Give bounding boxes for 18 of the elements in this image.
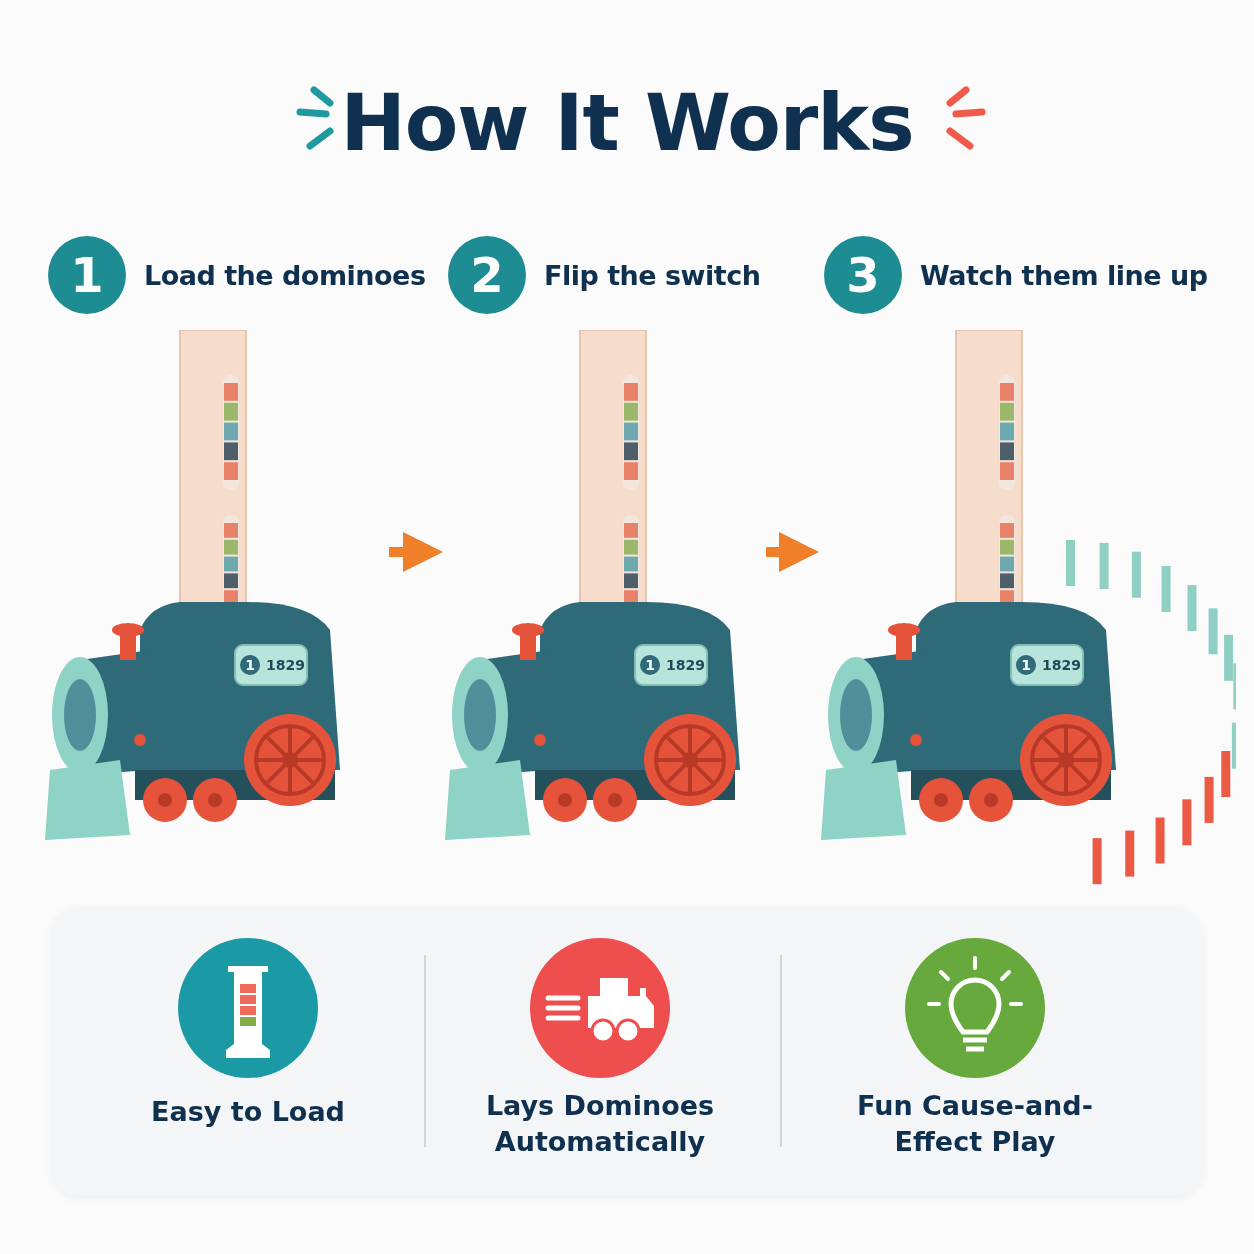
title: How It Works (340, 78, 914, 168)
step-number-badge: 2 (448, 236, 526, 314)
arrow (389, 532, 443, 572)
plate-badge: 1 (240, 655, 260, 675)
plate-number: 1829 (666, 657, 705, 673)
feature-text: Easy to Load (150, 1095, 346, 1129)
step-caption: Watch them line up (920, 260, 1208, 291)
plate-number: 1829 (266, 657, 305, 673)
feature-text: Fun Cause-and-Effect Play (856, 1089, 1094, 1159)
plate-number: 1829 (1042, 657, 1081, 673)
step-number-badge: 1 (48, 236, 126, 314)
step-caption: Flip the switch (544, 260, 761, 291)
step-number-badge: 3 (824, 236, 902, 314)
step-caption: Load the dominoes (144, 260, 426, 291)
arrow (766, 532, 819, 572)
feature-text: Lays Dominoes Automatically (484, 1089, 716, 1159)
plate-badge: 1 (1016, 655, 1036, 675)
plate-badge: 1 (640, 655, 660, 675)
